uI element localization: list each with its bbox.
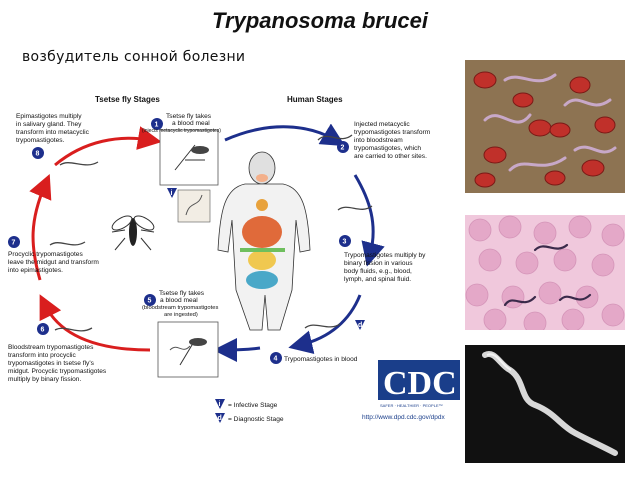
cdc-logo: CDC SAFER · HEALTHIER · PEOPLE™	[378, 360, 460, 408]
cdc-url: http://www.dpd.cdc.gov/dpdx	[362, 414, 445, 421]
tsetse-cycle-arrows	[29, 126, 162, 352]
svg-text:d: d	[218, 415, 222, 422]
page-title: Trypanosoma brucei	[212, 8, 428, 33]
step-7-number: 7	[12, 240, 16, 247]
step-6-number: 6	[41, 327, 45, 334]
step-3-number-badge	[339, 235, 351, 247]
step-2-number: 2	[341, 145, 345, 152]
human-cycle-arrows	[213, 123, 385, 362]
step-1-inset	[177, 189, 211, 223]
sem-photo-single-trypanosome	[465, 345, 625, 463]
step-4-number-badge	[270, 352, 282, 364]
step-4-number: 4	[274, 356, 278, 363]
legend-diagnostic-label: = Diagnostic Stage	[228, 416, 284, 423]
step-4-text: Trypomastigotes in blood	[284, 356, 358, 363]
step-5-text: Tsetse fly takes a blood meal (bloodstre…	[142, 290, 220, 318]
sem-photo-blood-cells	[465, 60, 625, 193]
step-5-number-badge	[144, 294, 156, 306]
infective-stage-marker: i	[167, 188, 177, 198]
tsetse-fly-icon	[111, 215, 155, 251]
step-2-number-badge	[337, 141, 349, 153]
step-2-text: Injected metacyclic trypomastigotes tran…	[354, 121, 432, 160]
step-1-text: Tsetse fly takes a blood meal (injects m…	[142, 113, 221, 134]
step-3-number: 3	[343, 239, 347, 246]
legend: i = Infective Stage d = Diagnostic Stage	[215, 399, 284, 423]
step-5-panel	[157, 321, 219, 378]
step-8-text: Epimastigotes multiply in salivary gland…	[16, 113, 91, 144]
step-3-text: Trypomastigotes multiply by binary fissi…	[344, 252, 427, 283]
step-7-number-badge	[8, 236, 20, 248]
step-8-number-badge	[32, 147, 44, 159]
human-body-figure	[217, 151, 311, 331]
svg-text:d: d	[358, 322, 362, 329]
tsetse-stages-header: Tsetse fly Stages	[95, 95, 160, 104]
svg-text:i: i	[219, 401, 221, 408]
blood-smear-photo	[465, 215, 625, 330]
human-stages-header: Human Stages	[287, 95, 343, 104]
diagnostic-stage-marker: d	[355, 320, 365, 330]
step-6-text: Bloodstream trypomastigotes transform in…	[8, 344, 108, 383]
life-cycle-diagram: Tsetse fly Stages Human Stages i 1 Tsets…	[8, 95, 460, 423]
page-subtitle: возбудитель сонной болезни	[22, 49, 246, 65]
step-7-text: Procyclic trypomastigotes leave the midg…	[8, 251, 101, 274]
step-1-panel	[159, 129, 219, 186]
svg-text:i: i	[171, 190, 173, 197]
step-8-number: 8	[36, 151, 40, 158]
step-1-number: 1	[155, 122, 159, 129]
step-6-number-badge	[37, 323, 49, 335]
step-1-number-badge	[151, 118, 163, 130]
step-5-number: 5	[148, 298, 152, 305]
svg-text:CDC: CDC	[383, 365, 457, 402]
svg-text:SAFER · HEALTHIER · PEOPLE™: SAFER · HEALTHIER · PEOPLE™	[380, 403, 443, 408]
parasite-drawings	[49, 134, 373, 332]
legend-infective-label: = Infective Stage	[228, 402, 278, 409]
